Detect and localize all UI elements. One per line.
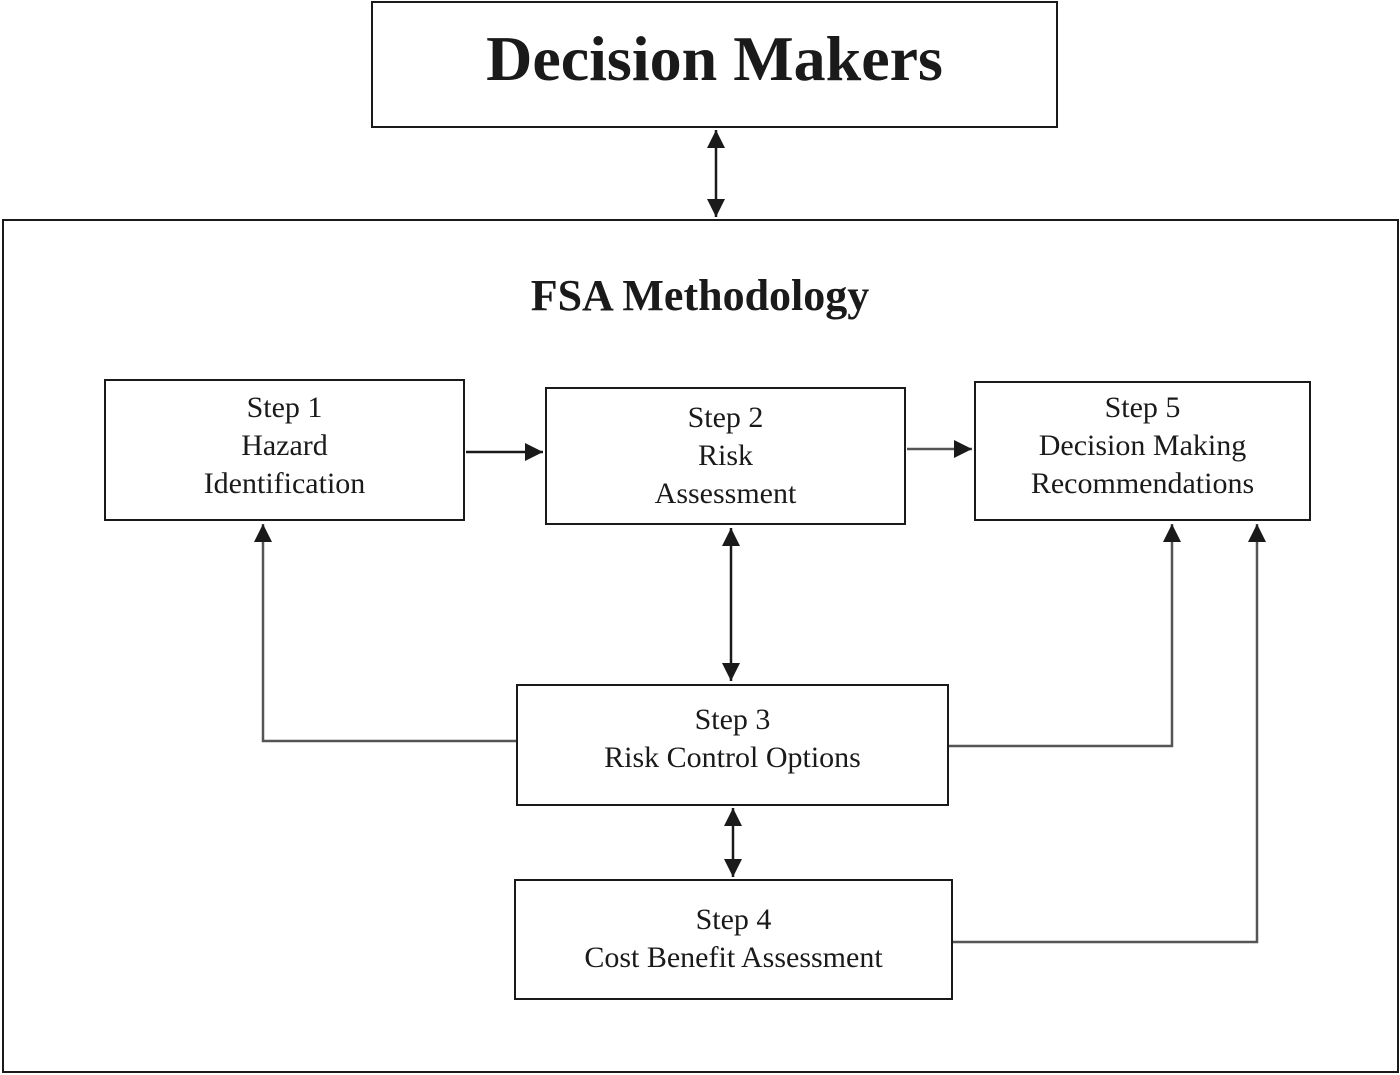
step-3-label: Risk Control Options: [604, 741, 861, 774]
step-2-label-line-1: Risk: [697, 439, 753, 472]
step-3-box: Step 3 Risk Control Options: [516, 684, 949, 806]
step-3-number: Step 3: [694, 703, 771, 736]
step-2-label-line-2: Assessment: [654, 477, 797, 510]
step-4-label: Cost Benefit Assessment: [584, 940, 883, 974]
fsa-methodology-title: FSA Methodology: [530, 271, 870, 320]
step-5-number: Step 5: [1104, 391, 1181, 424]
decision-makers-title: Decision Makers: [486, 22, 943, 94]
step-1-label-line-1: Hazard: [241, 429, 328, 462]
fsa-methodology-frame: [2, 219, 1399, 1073]
step-2-box: Step 2 Risk Assessment: [545, 387, 906, 525]
step-1-number: Step 1: [246, 391, 323, 424]
step-1-box: Step 1 Hazard Identification: [104, 379, 465, 521]
step-5-label-line-1: Decision Making: [1038, 429, 1247, 462]
step-4-number: Step 4: [695, 902, 772, 936]
step-1-label-line-2: Identification: [203, 467, 366, 500]
step-5-box: Step 5 Decision Making Recommendations: [974, 381, 1311, 521]
step-4-box: Step 4 Cost Benefit Assessment: [514, 879, 953, 1000]
step-5-label-line-2: Recommendations: [1030, 467, 1255, 500]
step-2-number: Step 2: [687, 401, 764, 434]
decision-makers-box: Decision Makers: [371, 1, 1058, 128]
